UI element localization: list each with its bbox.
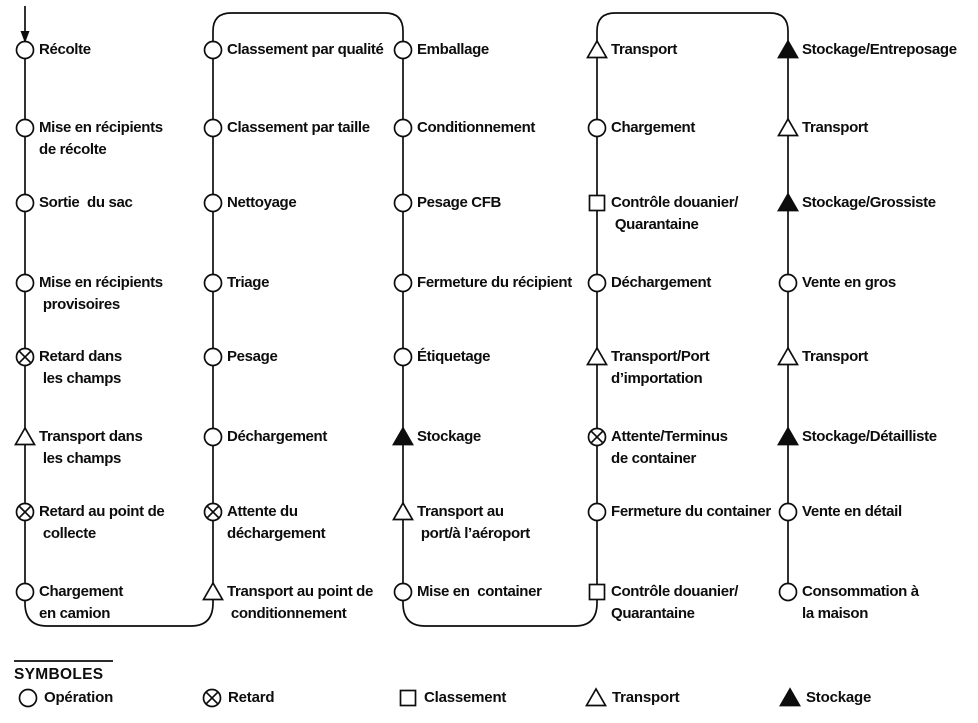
- classement-icon: [588, 583, 606, 601]
- legend-label-retard: Retard: [228, 689, 275, 706]
- retard-icon: [15, 502, 35, 522]
- step-label-col-2-6: Déchargement: [227, 428, 328, 445]
- step-label-col-3-5: Étiquetage: [417, 348, 491, 365]
- legend-stockage-icon: [779, 687, 801, 707]
- step-label-col-5-5: Transport: [802, 348, 869, 365]
- stockage-icon: [392, 426, 414, 446]
- operation-icon: [393, 273, 413, 293]
- step-label-col-5-2: Transport: [802, 119, 869, 136]
- step-label-col-5-4: Vente en gros: [802, 274, 896, 291]
- operation-icon: [587, 273, 607, 293]
- step-label-col-3-8: Mise en container: [417, 583, 542, 600]
- operation-icon: [203, 193, 223, 213]
- bottom-curve-connector: [402, 592, 598, 627]
- operation-icon: [587, 502, 607, 522]
- step-label-col-1-3: Sortie du sac: [39, 194, 133, 211]
- step-label-col-2-7: Attente du déchargement: [227, 503, 326, 542]
- step-label-col-3-2: Conditionnement: [417, 119, 536, 136]
- step-label-col-2-3: Nettoyage: [227, 194, 297, 211]
- retard-icon: [587, 427, 607, 447]
- operation-icon: [393, 118, 413, 138]
- legend-classement-icon: [399, 689, 417, 707]
- operation-icon: [15, 193, 35, 213]
- operation-icon: [778, 502, 798, 522]
- entry-arrow-icon: [20, 31, 30, 43]
- operation-icon: [778, 582, 798, 602]
- step-label-col-4-3: Contrôle douanier/ Quarantaine: [611, 194, 739, 233]
- step-label-col-5-3: Stockage/Grossiste: [802, 194, 936, 211]
- step-label-col-4-2: Chargement: [611, 119, 696, 136]
- operation-icon: [393, 347, 413, 367]
- step-label-col-4-5: Transport/Port d’importation: [611, 348, 710, 387]
- legend-heading: SYMBOLES: [14, 666, 104, 683]
- operation-icon: [203, 273, 223, 293]
- step-label-col-2-1: Classement par qualité: [227, 41, 384, 58]
- step-label-col-1-2: Mise en récipients de récolte: [39, 119, 163, 158]
- stockage-icon: [777, 192, 799, 212]
- legend-label-operation: Opération: [44, 689, 114, 706]
- legend-operation-icon: [18, 688, 38, 708]
- operation-icon: [15, 118, 35, 138]
- step-label-col-2-2: Classement par taille: [227, 119, 370, 136]
- step-label-col-3-1: Emballage: [417, 41, 489, 58]
- step-label-col-2-4: Triage: [227, 274, 270, 291]
- legend-label-classement: Classement: [424, 689, 507, 706]
- step-label-col-1-1: Récolte: [39, 41, 91, 58]
- top-curve-connector: [212, 12, 404, 50]
- stockage-icon: [777, 39, 799, 59]
- legend-label-stockage: Stockage: [806, 689, 872, 706]
- classement-icon: [588, 194, 606, 212]
- transport-icon: [586, 346, 608, 366]
- legend-transport-icon: [585, 687, 607, 707]
- transport-icon: [777, 117, 799, 137]
- transport-icon: [586, 39, 608, 59]
- step-label-col-5-8: Consommation à la maison: [802, 583, 919, 622]
- step-label-col-1-7: Retard au point de collecte: [39, 503, 165, 542]
- step-label-col-4-8: Contrôle douanier/ Quarantaine: [611, 583, 739, 622]
- step-label-col-4-7: Fermeture du container: [611, 503, 771, 520]
- operation-icon: [393, 40, 413, 60]
- legend-label-transport: Transport: [612, 689, 680, 706]
- operation-icon: [203, 427, 223, 447]
- operation-icon: [778, 273, 798, 293]
- transport-icon: [392, 501, 414, 521]
- step-label-col-3-3: Pesage CFB: [417, 194, 502, 211]
- step-label-col-2-8: Transport au point de conditionnement: [227, 583, 373, 622]
- step-label-col-2-5: Pesage: [227, 348, 278, 365]
- operation-icon: [203, 40, 223, 60]
- transport-icon: [777, 346, 799, 366]
- transport-icon: [14, 426, 36, 446]
- operation-icon: [15, 273, 35, 293]
- retard-icon: [203, 502, 223, 522]
- step-label-col-1-4: Mise en récipients provisoires: [39, 274, 163, 313]
- step-label-col-5-6: Stockage/Détailliste: [802, 428, 937, 445]
- operation-icon: [15, 582, 35, 602]
- top-curve-connector: [596, 12, 789, 50]
- step-label-col-1-6: Transport dans les champs: [39, 428, 143, 467]
- retard-icon: [15, 347, 35, 367]
- step-label-col-4-6: Attente/Terminus de container: [611, 428, 728, 467]
- step-label-col-5-1: Stockage/Entreposage: [802, 41, 957, 58]
- stockage-icon: [777, 426, 799, 446]
- step-label-col-1-8: Chargement en camion: [39, 583, 124, 622]
- transport-icon: [202, 581, 224, 601]
- step-label-col-3-4: Fermeture du récipient: [417, 274, 572, 291]
- legend-retard-icon: [202, 688, 222, 708]
- operation-icon: [587, 118, 607, 138]
- step-label-col-3-7: Transport au port/à l’aéroport: [417, 503, 530, 542]
- operation-icon: [203, 347, 223, 367]
- bottom-curve-connector: [24, 592, 214, 627]
- step-label-col-1-5: Retard dans les champs: [39, 348, 122, 387]
- step-label-col-5-7: Vente en détail: [802, 503, 902, 520]
- step-label-col-3-6: Stockage: [417, 428, 481, 445]
- operation-icon: [203, 118, 223, 138]
- operation-icon: [393, 582, 413, 602]
- operation-icon: [393, 193, 413, 213]
- step-label-col-4-1: Transport: [611, 41, 678, 58]
- step-label-col-4-4: Déchargement: [611, 274, 712, 291]
- operation-icon: [15, 40, 35, 60]
